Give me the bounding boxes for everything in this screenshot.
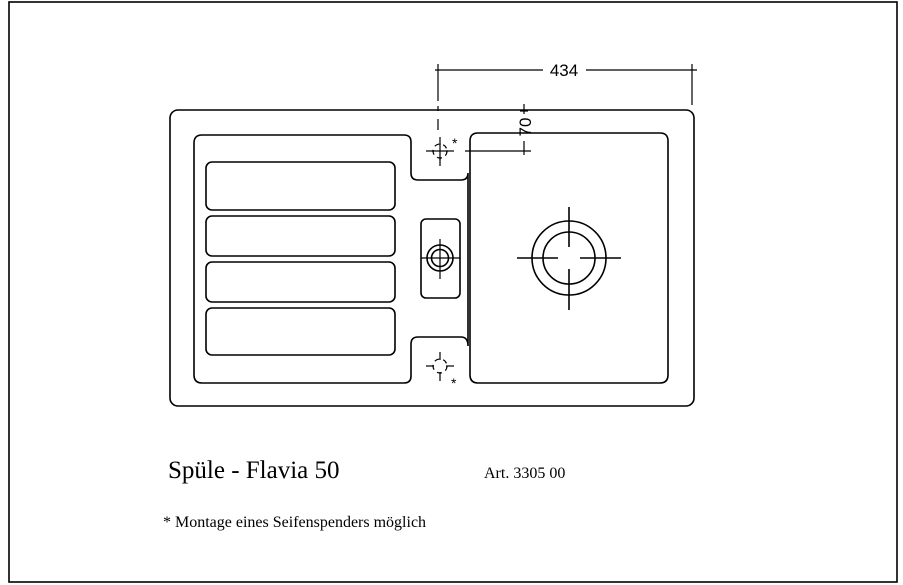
drainer-rib	[205, 261, 396, 303]
footnote: * Montage eines Seifenspenders möglich	[163, 514, 426, 531]
drawing-title: Spüle - Flavia 50	[168, 457, 340, 484]
drainer-outline	[193, 134, 469, 384]
asterisk-mark: *	[452, 135, 458, 151]
drainer-rib	[205, 161, 396, 211]
dimension-70	[465, 104, 531, 155]
tap-hole-bottom-icon	[426, 352, 454, 381]
article-number: Art. 3305 00	[484, 465, 565, 482]
drain-icon	[517, 207, 621, 310]
dimension-434	[435, 64, 697, 130]
drainer-rib	[205, 307, 396, 356]
drainer-rib	[205, 215, 396, 257]
bowl-outline	[469, 132, 669, 384]
dimension-offset-label: 70	[516, 118, 535, 137]
tap-hole-top-icon	[426, 137, 454, 166]
frame-border	[8, 1, 898, 583]
sink-outline	[169, 109, 695, 407]
dimension-width-label: 434	[550, 61, 578, 80]
asterisk-mark: *	[451, 375, 457, 391]
overflow	[420, 218, 461, 299]
